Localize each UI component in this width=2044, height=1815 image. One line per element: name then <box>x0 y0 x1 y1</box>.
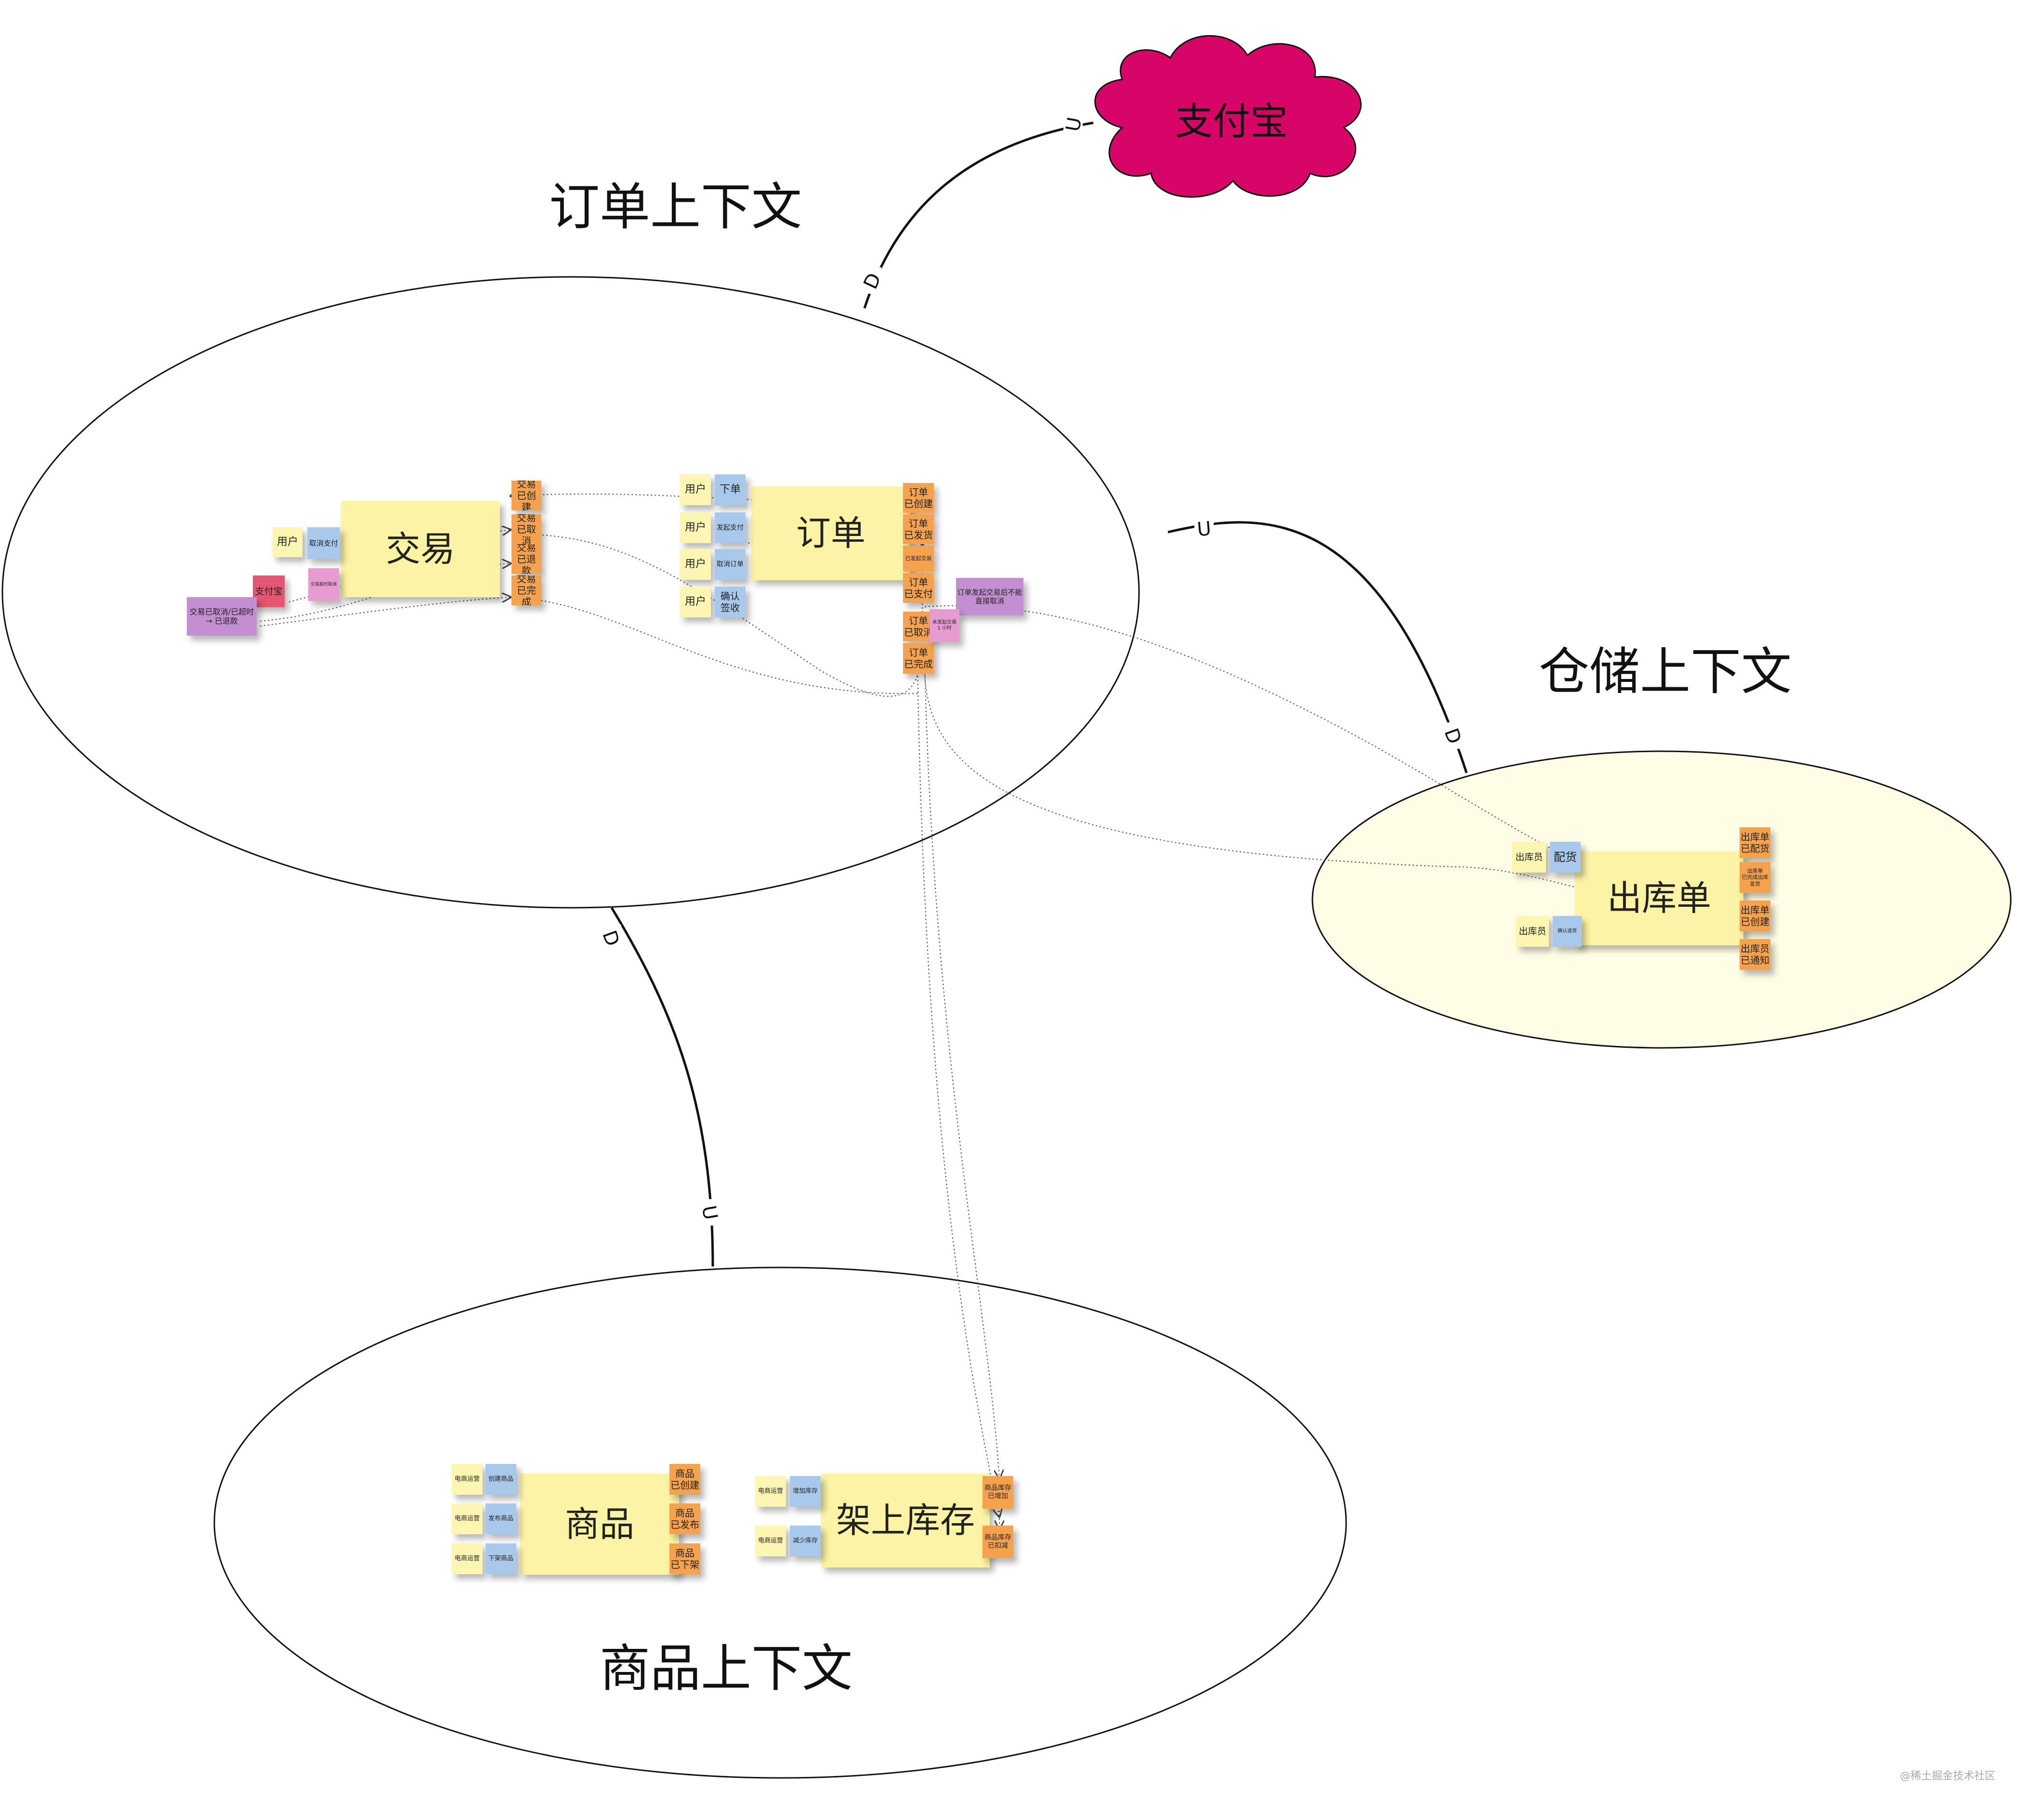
warehouse-upstream-label: U <box>1196 518 1212 541</box>
product-connector <box>610 907 714 1267</box>
product-actor[interactable]: 电商运营 <box>452 1543 483 1574</box>
stock-actor[interactable]: 电商运营 <box>755 1476 786 1507</box>
product-actor[interactable]: 电商运营 <box>452 1503 483 1534</box>
stock-event-increased[interactable]: 商品库存 已增加 <box>983 1476 1013 1509</box>
outbound-event-shipped[interactable]: 出库单 已完成出库发货 <box>1740 862 1770 893</box>
trade-actor-note[interactable]: 用户 <box>273 527 302 557</box>
alipay-connector <box>863 121 1094 309</box>
order-no-cancel-policy[interactable]: 订单发起交易后不能直接取消 <box>956 578 1023 615</box>
outbound-pick-command[interactable]: 配货 <box>1550 842 1581 873</box>
stock-aggregate[interactable]: 架上库存 <box>821 1474 990 1567</box>
stock-actor[interactable]: 电商运营 <box>755 1526 786 1556</box>
alipay-context-title: 支付宝 <box>1175 100 1288 144</box>
order-confirm-receipt-command[interactable]: 确认 签收 <box>715 587 746 617</box>
order-row-actor[interactable]: 用户 <box>680 512 711 543</box>
trade-event-refunded[interactable]: 交易 已退款 <box>511 544 541 574</box>
flow-line <box>924 605 1743 920</box>
order-pay-command[interactable]: 发起支付 <box>715 512 746 543</box>
product-event-published[interactable]: 商品 已发布 <box>669 1503 700 1534</box>
order-event-shipped[interactable]: 订单 已发货 <box>903 514 934 544</box>
outbound-picker-actor[interactable]: 出库员 <box>1512 842 1546 873</box>
alipay-cloud <box>1094 35 1362 198</box>
outbound-shipper-actor[interactable]: 出库员 <box>1516 916 1549 947</box>
trade-aggregate[interactable]: 交易 <box>341 501 500 597</box>
trade-cancel-payment-command[interactable]: 取消支付 <box>307 527 340 559</box>
order-event-trade-initiated[interactable]: 已发起交易 <box>903 546 934 572</box>
product-publish-command[interactable]: 发布商品 <box>485 1503 516 1534</box>
order-cancel-command[interactable]: 取消订单 <box>715 549 746 580</box>
trade-event-created[interactable]: 交易 已创建 <box>511 481 541 510</box>
trade-refund-policy[interactable]: 交易已取消/已超时 → 已退款 <box>187 597 257 636</box>
outbound-aggregate[interactable]: 出库单 <box>1575 851 1743 945</box>
trade-event-cancelled[interactable]: 交易 已取消 <box>511 514 541 544</box>
flow-line <box>924 664 999 1478</box>
stock-event-deducted[interactable]: 商品库存 已扣减 <box>983 1526 1013 1558</box>
outbound-event-notified[interactable]: 出库员 已通知 <box>1740 939 1770 970</box>
trade-alipay-external-system[interactable]: 支付宝 <box>253 575 285 607</box>
outbound-confirm-command[interactable]: 确认送货 <box>1553 916 1582 947</box>
product-event-delisted[interactable]: 商品 已下架 <box>669 1543 700 1574</box>
order-timeout-policy[interactable]: 未发起交易 1 小时 <box>930 609 959 642</box>
stock-decrease-command[interactable]: 减少库存 <box>790 1526 821 1556</box>
warehouse-context-title: 仓储上下文 <box>1539 642 1792 701</box>
order-event-paid[interactable]: 订单 已支付 <box>903 573 934 603</box>
order-aggregate[interactable]: 订单 <box>751 486 910 580</box>
product-aggregate[interactable]: 商品 <box>520 1474 679 1575</box>
product-context-ellipse <box>213 1267 1347 1779</box>
product-event-created[interactable]: 商品 已创建 <box>669 1464 700 1495</box>
order-context-ellipse <box>1 276 1140 909</box>
order-event-completed[interactable]: 订单 已完成 <box>903 643 934 674</box>
flow-line <box>510 597 920 694</box>
order-place-command[interactable]: 下单 <box>715 474 746 505</box>
watermark: @稀土掘金技术社区 <box>1900 1770 1996 1782</box>
order-row-actor[interactable]: 用户 <box>680 549 711 580</box>
order-context-title: 订单上下文 <box>549 178 802 236</box>
order-event-created[interactable]: 订单 已创建 <box>903 483 934 513</box>
order-event-cancelled[interactable]: 订单 已取消 <box>903 612 934 641</box>
trade-timeout-policy[interactable]: 交易超时取消 <box>308 568 339 601</box>
order-row-actor[interactable]: 用户 <box>680 474 711 505</box>
trade-event-completed[interactable]: 交易 已完成 <box>511 575 541 605</box>
product-actor[interactable]: 电商运营 <box>452 1464 483 1495</box>
warehouse-connector <box>1167 521 1468 773</box>
flow-line <box>511 494 776 501</box>
flow-line <box>534 534 920 697</box>
outbound-event-picked[interactable]: 出库单 已配货 <box>1740 827 1770 858</box>
stock-increase-command[interactable]: 增加库存 <box>790 1476 821 1507</box>
order-row-actor[interactable]: 用户 <box>680 587 711 617</box>
product-create-command[interactable]: 创建商品 <box>485 1464 516 1495</box>
product-context-title: 商品上下文 <box>600 1639 853 1698</box>
flow-line <box>260 597 511 627</box>
product-delist-command[interactable]: 下架商品 <box>485 1543 516 1574</box>
outbound-event-created[interactable]: 出库单 已创建 <box>1740 901 1770 931</box>
